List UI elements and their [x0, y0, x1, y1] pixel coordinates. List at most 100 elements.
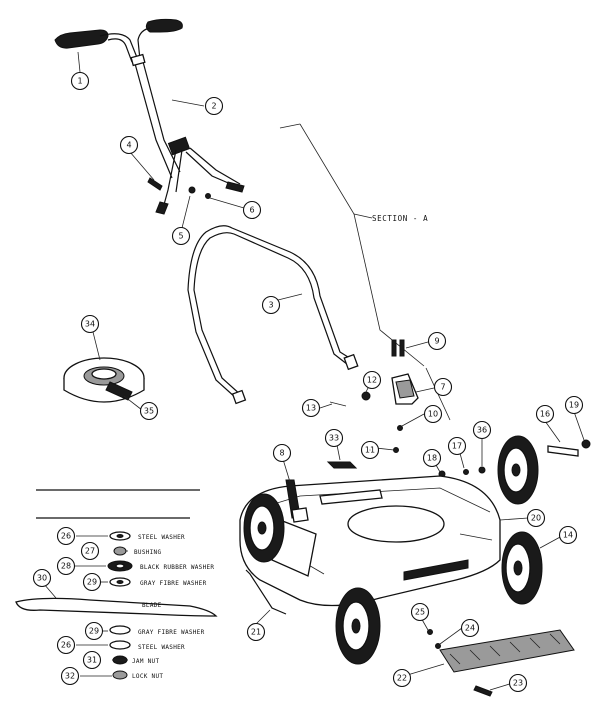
- svg-text:25: 25: [415, 608, 425, 617]
- callout-16: 16: [535, 404, 555, 424]
- callout-4: 4: [119, 135, 139, 155]
- washer-6-part: [205, 193, 211, 199]
- washer-11-part: [393, 447, 399, 453]
- nut-36-part: [478, 466, 486, 474]
- svg-text:8: 8: [279, 449, 284, 458]
- svg-text:26: 26: [61, 641, 71, 650]
- svg-text:30: 30: [37, 574, 47, 583]
- callout-24: 24: [460, 618, 480, 638]
- callout-19: 19: [564, 395, 584, 415]
- callout-36: 36: [472, 420, 492, 440]
- svg-text:12: 12: [367, 376, 377, 385]
- svg-text:28: 28: [61, 562, 71, 571]
- callout-20: 20: [526, 508, 546, 528]
- label-steel-washer-bottom: STEEL WASHER: [138, 644, 185, 651]
- callout-17: 17: [447, 436, 467, 456]
- callout-9: 9: [427, 331, 447, 351]
- svg-text:22: 22: [397, 674, 407, 683]
- svg-text:5: 5: [178, 232, 183, 241]
- svg-text:19: 19: [569, 401, 579, 410]
- svg-text:24: 24: [465, 624, 475, 633]
- callout-8: 8: [272, 443, 292, 463]
- label-black-rubber-washer: BLACK RUBBER WASHER: [140, 564, 214, 571]
- callout-25: 25: [410, 602, 430, 622]
- label-gray-fibre-washer-bottom: GRAY FIBRE WASHER: [138, 629, 205, 636]
- callout-7: 7: [433, 377, 453, 397]
- callout-28: 28: [56, 556, 76, 576]
- svg-text:17: 17: [452, 442, 462, 451]
- svg-text:36: 36: [477, 426, 487, 435]
- svg-text:26: 26: [61, 532, 71, 541]
- svg-text:21: 21: [251, 628, 261, 637]
- wheel-16: [497, 435, 591, 505]
- washer-10-part: [397, 425, 403, 431]
- bolt-4: [147, 177, 163, 191]
- bolt-9b-part: [399, 339, 405, 357]
- callout-5: 5: [171, 226, 191, 246]
- pin-13-part: [329, 401, 347, 407]
- callout-14: 14: [558, 525, 578, 545]
- callout-32: 32: [60, 666, 80, 686]
- svg-text:9: 9: [434, 337, 439, 346]
- callout-3: 3: [261, 295, 281, 315]
- callout-31-lower: 31: [82, 650, 102, 670]
- callout-30: 30: [32, 568, 52, 588]
- svg-text:34: 34: [85, 320, 95, 329]
- callout-23: 23: [508, 673, 528, 693]
- callout-27: 27: [80, 541, 100, 561]
- svg-text:3: 3: [268, 301, 273, 310]
- svg-text:20: 20: [531, 514, 541, 523]
- svg-text:16: 16: [540, 410, 550, 419]
- shield-22: [439, 629, 575, 673]
- front-right-wheel: [335, 587, 381, 665]
- svg-text:13: 13: [306, 404, 316, 413]
- section-label: SECTION - A: [372, 214, 428, 223]
- callout-34: 34: [80, 314, 100, 334]
- bolt-9a-part: [391, 339, 397, 357]
- label-gray-fibre-washer-top: GRAY FIBRE WASHER: [140, 580, 207, 587]
- label-lock-nut: LOCK NUT: [132, 673, 163, 680]
- callout-35: 35: [139, 401, 159, 421]
- svg-text:31: 31: [87, 656, 97, 665]
- callout-26-top: 26: [56, 526, 76, 546]
- svg-text:1: 1: [77, 77, 82, 86]
- callout-18: 18: [422, 448, 442, 468]
- callout-2: 2: [204, 96, 224, 116]
- svg-text:18: 18: [427, 454, 437, 463]
- label-blade: BLADE: [142, 602, 162, 609]
- svg-text:23: 23: [513, 679, 523, 688]
- svg-text:7: 7: [440, 383, 445, 392]
- svg-text:29: 29: [89, 627, 99, 636]
- svg-text:27: 27: [85, 547, 95, 556]
- svg-text:4: 4: [126, 141, 131, 150]
- callout-13: 13: [301, 398, 321, 418]
- svg-text:14: 14: [563, 531, 573, 540]
- callout-29-top: 29: [82, 572, 102, 592]
- svg-text:10: 10: [428, 410, 438, 419]
- callout-21: 21: [246, 622, 266, 642]
- callout-22: 22: [392, 668, 412, 688]
- nut-5-part: [188, 186, 196, 194]
- nut-24-part: [435, 643, 441, 649]
- lower-handle: [187, 225, 359, 405]
- callout-33: 33: [324, 428, 344, 448]
- svg-text:29: 29: [87, 578, 97, 587]
- washer-17-part: [463, 469, 469, 475]
- svg-text:35: 35: [144, 407, 154, 416]
- front-left-wheel: [243, 493, 285, 563]
- callout-12: 12: [362, 370, 382, 390]
- label-jam-nut: JAM NUT: [132, 658, 159, 665]
- blade-stack: [15, 531, 218, 680]
- label-bushing: BUSHING: [134, 549, 161, 556]
- callout-29-bottom: 29: [84, 621, 104, 641]
- callout-26-bottom: 26: [56, 635, 76, 655]
- svg-text:6: 6: [249, 206, 254, 215]
- rod-21-part: [245, 569, 287, 615]
- svg-text:33: 33: [329, 434, 339, 443]
- wheel-14: [501, 531, 543, 605]
- nut-12-part: [361, 391, 371, 401]
- clip-33-part: [326, 461, 358, 469]
- callout-1: 1: [70, 71, 90, 91]
- callout-6: 6: [242, 200, 262, 220]
